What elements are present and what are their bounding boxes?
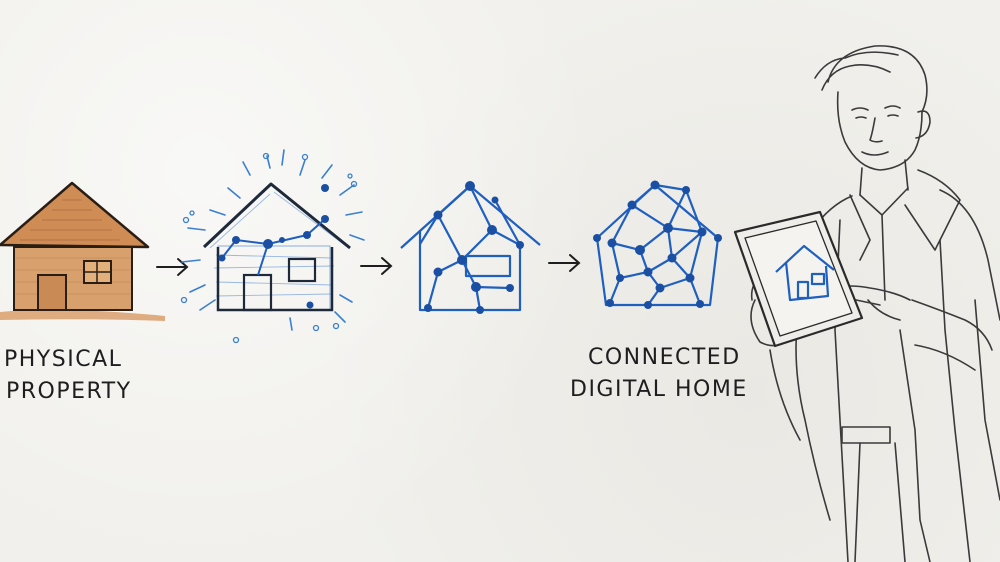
- physical-label-line1: PHYSICAL: [4, 347, 123, 372]
- digitizing-house-icon: [180, 149, 365, 344]
- network-nodes: [424, 181, 524, 314]
- connected-label-line1: CONNECTED: [588, 345, 741, 370]
- physical-property-label: PHYSICAL PROPERTY: [4, 344, 132, 408]
- physical-label-line2: PROPERTY: [6, 379, 132, 404]
- tablet-house-icon: [775, 244, 835, 302]
- connected-nodes: [593, 180, 722, 309]
- connected-label-line2: DIGITAL HOME: [570, 377, 748, 402]
- tablet-icon: [733, 210, 864, 348]
- arrow-right-icon: [156, 258, 189, 276]
- physical-house-icon: [0, 181, 165, 321]
- arrow-right-icon: [360, 257, 393, 275]
- connected-digital-home-label: CONNECTED DIGITAL HOME: [570, 342, 748, 406]
- arrow-right-icon: [548, 254, 581, 272]
